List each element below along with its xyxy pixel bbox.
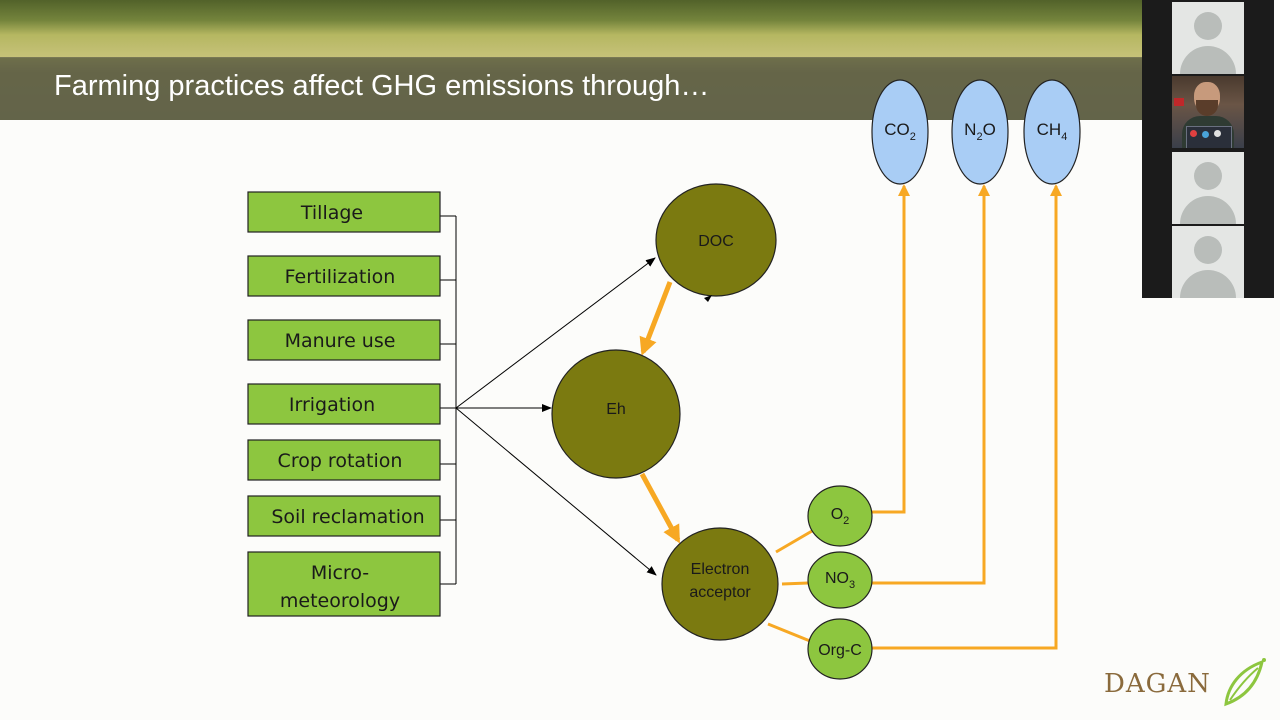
svg-text:N2O: N2O	[964, 120, 996, 143]
title-banner: Farming practices affect GHG emissions t…	[0, 0, 1142, 120]
node-org-c: Org-C	[807, 618, 873, 680]
avatar-body-icon	[1180, 270, 1236, 298]
arrow-to-electron-acceptor	[455, 407, 657, 576]
node-no3: NO3	[807, 551, 873, 609]
o2-sub: 2	[843, 515, 849, 527]
practices-bracket	[440, 215, 457, 585]
node-doc: DOC	[655, 183, 777, 302]
n2o-sub: 2	[976, 131, 982, 143]
flow-arrows	[639, 281, 681, 544]
dagan-logo: DAGAN	[1104, 656, 1268, 708]
route-orgc-to-ch4	[872, 184, 1062, 650]
svg-text:CO2: CO2	[884, 120, 916, 143]
participant-video-tile[interactable]	[1172, 76, 1244, 148]
node-eh-label: Eh	[606, 401, 626, 418]
participant-tile[interactable]	[1172, 2, 1244, 74]
logo-text: DAGAN	[1104, 669, 1211, 699]
practice-label: Manure use	[285, 330, 396, 352]
org-c-label: Org-C	[818, 642, 862, 659]
leaf-icon	[1224, 658, 1266, 707]
participants-panel	[1142, 0, 1274, 298]
avatar-head-icon	[1194, 162, 1222, 190]
gas-ch4: CH4	[1023, 79, 1081, 185]
banner-landscape-image	[0, 0, 1142, 58]
no3-base: NO	[825, 570, 849, 587]
gas-n2o: N2O	[951, 79, 1009, 185]
node-electron-label-line1: Electron	[691, 561, 750, 578]
practice-box-soil-reclamation: Soil reclamation	[247, 495, 441, 537]
arrow-to-doc	[455, 257, 656, 409]
title-band	[0, 57, 1142, 120]
node-electron-acceptor: Electron acceptor	[661, 527, 779, 641]
node-eh: Eh	[551, 349, 681, 479]
practice-box-crop-rotation: Crop rotation	[247, 439, 441, 481]
participant-tile[interactable]	[1172, 226, 1244, 298]
avatar-head-icon	[1194, 236, 1222, 264]
practice-label: Soil reclamation	[271, 506, 424, 528]
practice-label: Crop rotation	[278, 450, 403, 472]
practice-box-fertilization: Fertilization	[247, 255, 441, 297]
co2-sub: 2	[910, 131, 916, 143]
slide-title: Farming practices affect GHG emissions t…	[54, 70, 710, 102]
speaker-beard	[1196, 100, 1218, 116]
acceptor-connectors	[767, 529, 813, 643]
gas-co2: CO2	[871, 79, 929, 185]
arrow-eh-to-electron-acceptor	[639, 472, 681, 544]
route-o2-to-co2	[872, 184, 910, 514]
practice-box-manure-use: Manure use	[247, 319, 441, 361]
practice-box-tillage: Tillage	[247, 191, 441, 233]
practice-label: Tillage	[300, 202, 363, 224]
laptop-sticker	[1202, 131, 1209, 138]
avatar-body-icon	[1180, 46, 1236, 74]
practice-label-line1: Micro-	[311, 562, 369, 584]
ch4-base: CH	[1037, 120, 1062, 139]
arrow-doc-to-eh	[639, 281, 673, 356]
n2o-n: N	[964, 120, 976, 139]
svg-text:CH4: CH4	[1037, 120, 1068, 143]
practice-label: Fertilization	[285, 266, 396, 288]
influence-arrows	[455, 257, 657, 576]
practice-label-line2: meteorology	[280, 590, 400, 612]
participant-tile[interactable]	[1172, 152, 1244, 224]
avatar-head-icon	[1194, 12, 1222, 40]
svg-text:O2: O2	[831, 506, 850, 527]
o2-base: O	[831, 506, 843, 523]
node-doc-label: DOC	[698, 233, 734, 250]
avatar-body-icon	[1180, 196, 1236, 224]
background-sign	[1174, 98, 1184, 106]
node-electron-label-line2: acceptor	[689, 584, 751, 601]
node-o2: O2	[807, 485, 873, 547]
route-no3-to-n2o	[872, 184, 990, 585]
ch4-sub: 4	[1061, 131, 1067, 143]
practice-label: Irrigation	[289, 394, 375, 416]
laptop-sticker	[1214, 130, 1221, 137]
practice-box-irrigation: Irrigation	[247, 383, 441, 425]
practice-box-micro-meteorology: Micro- meteorology	[247, 551, 441, 617]
laptop-sticker	[1190, 130, 1197, 137]
n2o-o: O	[983, 120, 996, 139]
co2-base: CO	[884, 120, 910, 139]
no3-sub: 3	[849, 579, 855, 591]
gas-routes	[872, 184, 1062, 650]
svg-text:NO3: NO3	[825, 570, 855, 591]
